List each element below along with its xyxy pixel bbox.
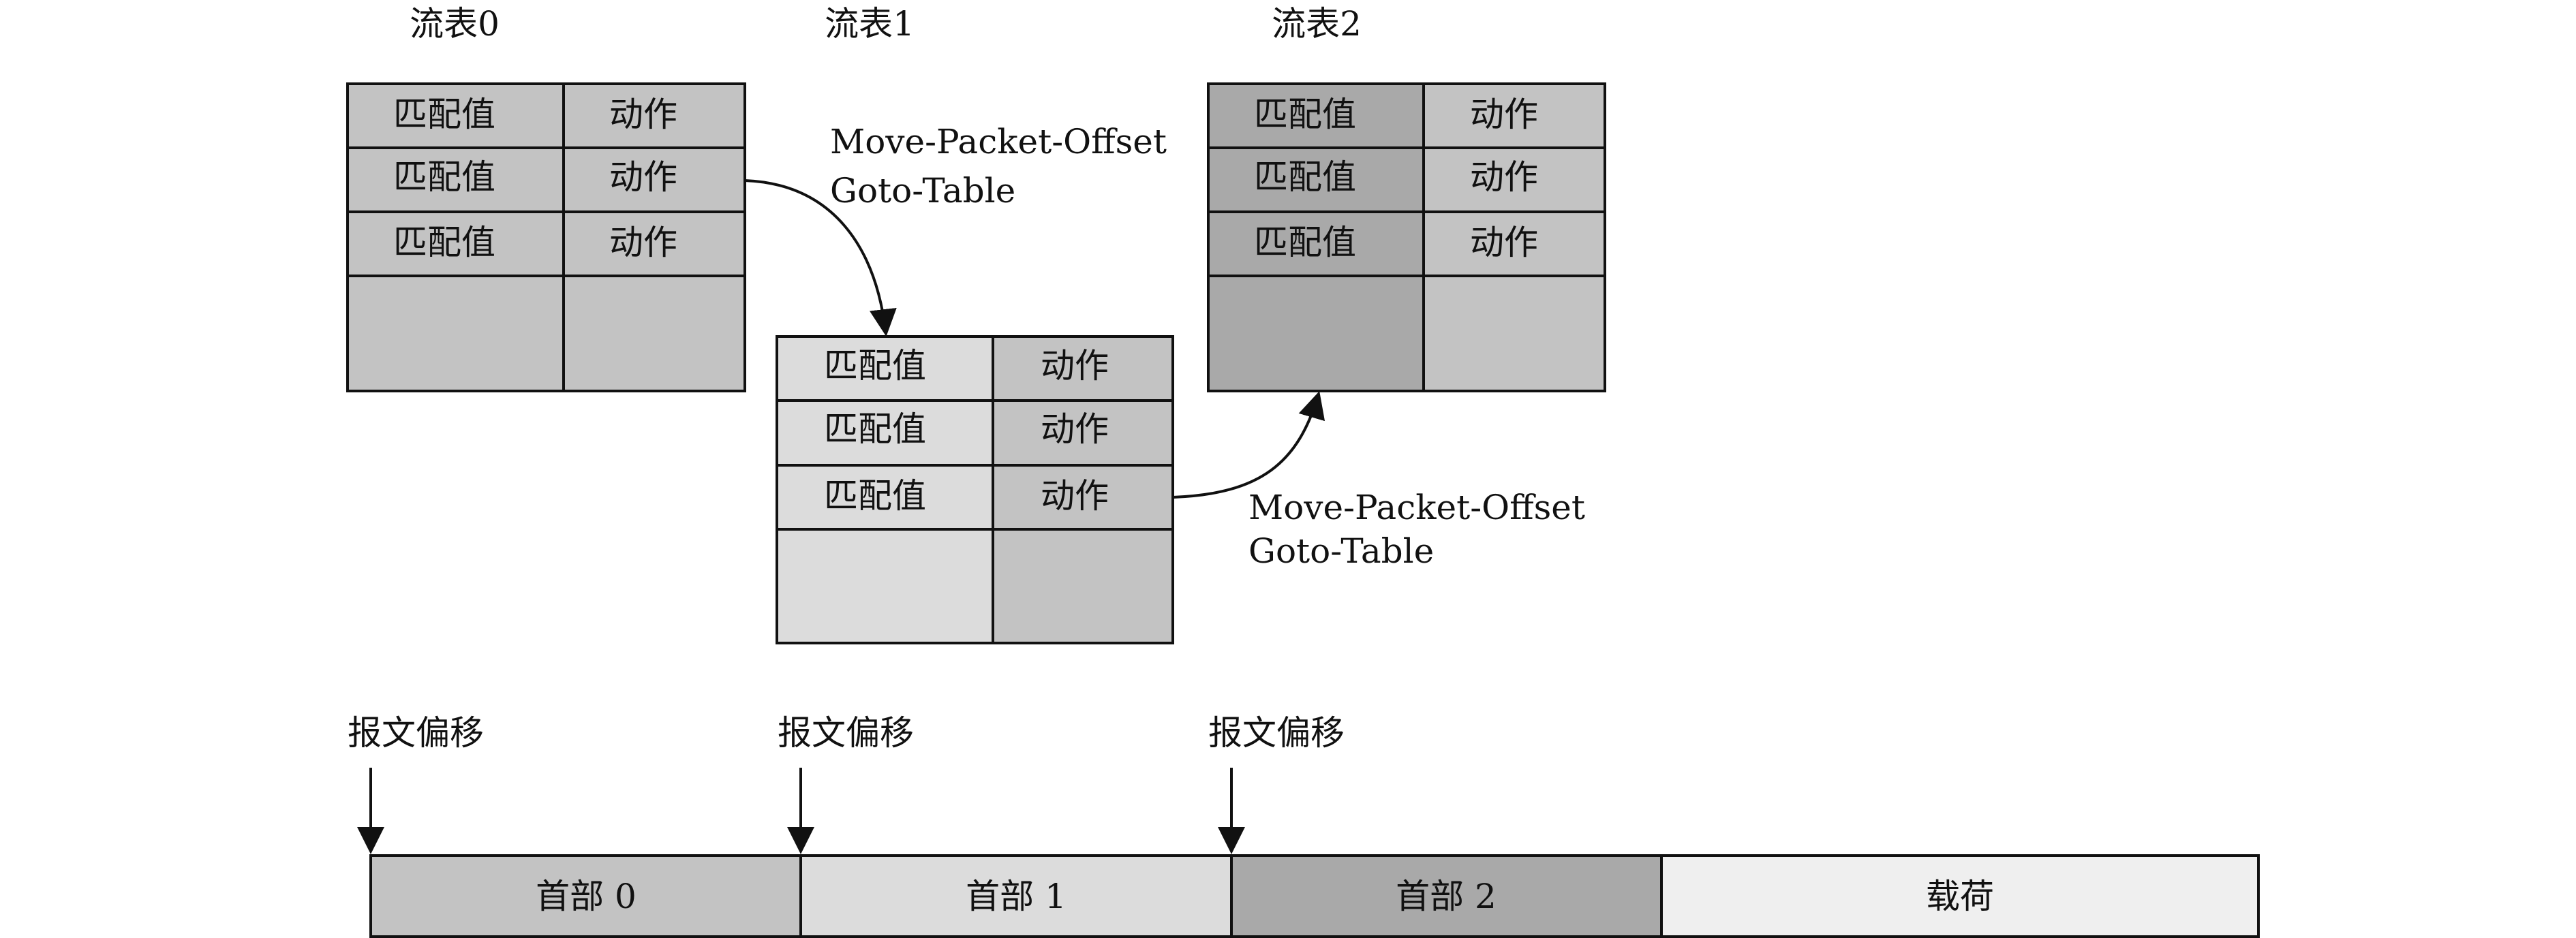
- packet-payload: [1660, 854, 2260, 938]
- flow-table-2-title: 流表2: [1272, 4, 1362, 44]
- flow-table-0-row-2-action: 动作: [609, 223, 677, 262]
- offset-label-1: 报文偏移: [778, 713, 914, 753]
- packet-header-1-label: 首部 1: [966, 877, 1067, 916]
- flow-table-2-match-col: [1207, 82, 1425, 392]
- flow-table-1-row-0-match: 匹配值: [824, 346, 926, 386]
- flow-table-1-row-1-match: 匹配值: [824, 409, 926, 449]
- packet-header-0: [369, 854, 802, 938]
- flow-table-2-row-1-match: 匹配值: [1254, 157, 1356, 197]
- flow-table-0-row-1-action: 动作: [609, 157, 677, 197]
- flow-table-0: 流表0 匹配值 动作 匹配值 动作 匹配值 动作: [346, 4, 746, 392]
- flow-table-2-action-col: [1422, 82, 1606, 392]
- flow-table-0-match-col: [346, 82, 565, 392]
- flow-table-1-row-0-action: 动作: [1041, 346, 1109, 386]
- packet-header-0-label: 首部 0: [536, 877, 637, 916]
- transition-0-label-line2: Goto-Table: [830, 171, 1015, 210]
- transition-arrow-1-to-2: [1172, 391, 1325, 499]
- flow-table-1-row-2-match: 匹配值: [824, 476, 926, 516]
- flow-table-2-row-1-action: 动作: [1470, 157, 1538, 197]
- transition-1-label-line2: Goto-Table: [1248, 531, 1434, 571]
- flow-table-2-row-0-action: 动作: [1470, 95, 1538, 134]
- offset-label-2: 报文偏移: [1208, 713, 1345, 753]
- transition-1-label-line1: Move-Packet-Offset: [1248, 488, 1585, 527]
- flow-table-0-title: 流表0: [410, 4, 500, 44]
- packet-header-2: [1230, 854, 1663, 938]
- flow-table-0-row-0-match: 匹配值: [393, 95, 495, 134]
- transition-0-label-line1: Move-Packet-Offset: [830, 122, 1167, 161]
- flow-table-2-row-2-action: 动作: [1470, 223, 1538, 262]
- packet-payload-label: 载荷: [1926, 877, 1994, 916]
- flow-table-1-action-col: [992, 335, 1174, 644]
- packet-bar: 首部 0 首部 1 首部 2 载荷: [369, 854, 2260, 938]
- offset-label-0: 报文偏移: [348, 713, 484, 753]
- packet-header-2-label: 首部 2: [1396, 877, 1497, 916]
- flow-table-0-row-2-match: 匹配值: [393, 223, 495, 262]
- flow-table-1-title: 流表1: [825, 4, 915, 44]
- flow-table-0-row-0-action: 动作: [609, 95, 677, 134]
- transition-arrow-0-to-1: [744, 179, 897, 337]
- flow-table-2-row-2-match: 匹配值: [1254, 223, 1356, 262]
- flow-table-1-row-1-action: 动作: [1041, 409, 1109, 449]
- flow-table-0-action-col: [562, 82, 746, 392]
- flow-table-1-row-2-action: 动作: [1041, 476, 1109, 516]
- flow-table-2: 流表2 匹配值 动作 匹配值 动作 匹配值 动作: [1207, 4, 1606, 392]
- flow-table-0-row-1-match: 匹配值: [393, 157, 495, 197]
- flow-table-1-match-col: [776, 335, 994, 644]
- flow-table-1: 流表1 匹配值 动作 匹配值 动作 匹配值 动作: [776, 4, 1174, 644]
- flow-table-2-row-0-match: 匹配值: [1254, 95, 1356, 134]
